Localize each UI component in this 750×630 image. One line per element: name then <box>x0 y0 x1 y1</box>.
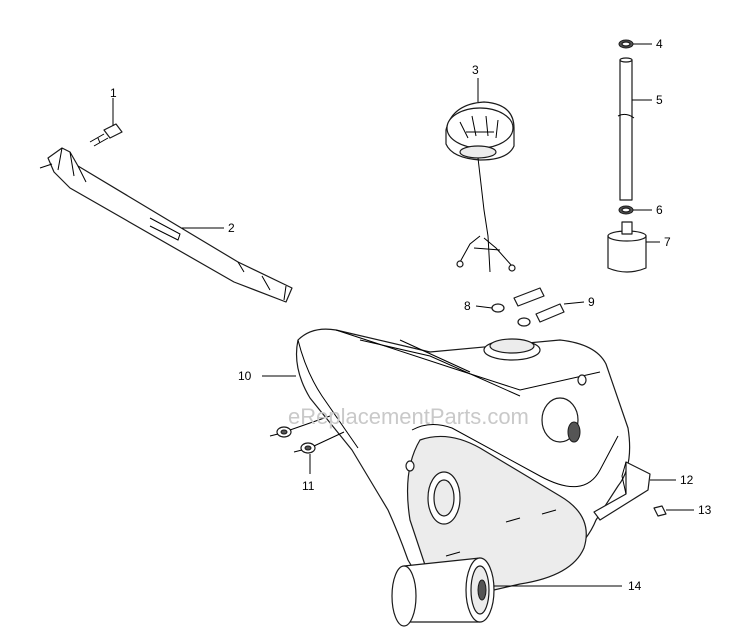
callout-5: 5 <box>656 93 663 107</box>
callout-9: 9 <box>588 295 595 309</box>
callout-10: 10 <box>238 369 252 383</box>
bolt-washer-set <box>491 287 565 327</box>
nut-washer-set <box>269 415 345 454</box>
bracket-part <box>593 461 651 521</box>
fuel-cap-part <box>445 101 516 273</box>
callout-11: 11 <box>302 479 315 493</box>
screw-part-1 <box>89 123 123 147</box>
bolt-part-9 <box>535 303 565 323</box>
fuel-hose-assembly <box>617 39 635 215</box>
washer-part-9 <box>517 317 531 327</box>
callout-labels: 1 2 3 4 5 6 7 8 9 10 11 12 13 14 <box>110 37 712 593</box>
callout-2: 2 <box>228 221 235 235</box>
washer-part-8 <box>491 303 505 313</box>
bolt-part-8 <box>513 287 545 307</box>
callout-1: 1 <box>110 86 117 100</box>
roller-part <box>391 557 495 627</box>
callout-14: 14 <box>628 579 642 593</box>
callout-7: 7 <box>664 235 671 249</box>
leader-lines <box>112 43 694 587</box>
fuel-hose <box>619 59 633 201</box>
fuel-tank-housing <box>295 328 631 601</box>
watermark-text: eReplacementParts.com <box>288 404 529 429</box>
callout-4: 4 <box>656 37 663 51</box>
callout-8: 8 <box>464 299 471 313</box>
callout-12: 12 <box>680 473 694 487</box>
callout-13: 13 <box>698 503 712 517</box>
drive-shaft-part <box>39 147 293 303</box>
screw-part-13 <box>653 505 674 517</box>
fuel-filter-part <box>607 221 647 273</box>
callout-6: 6 <box>656 203 663 217</box>
callout-3: 3 <box>472 63 479 77</box>
